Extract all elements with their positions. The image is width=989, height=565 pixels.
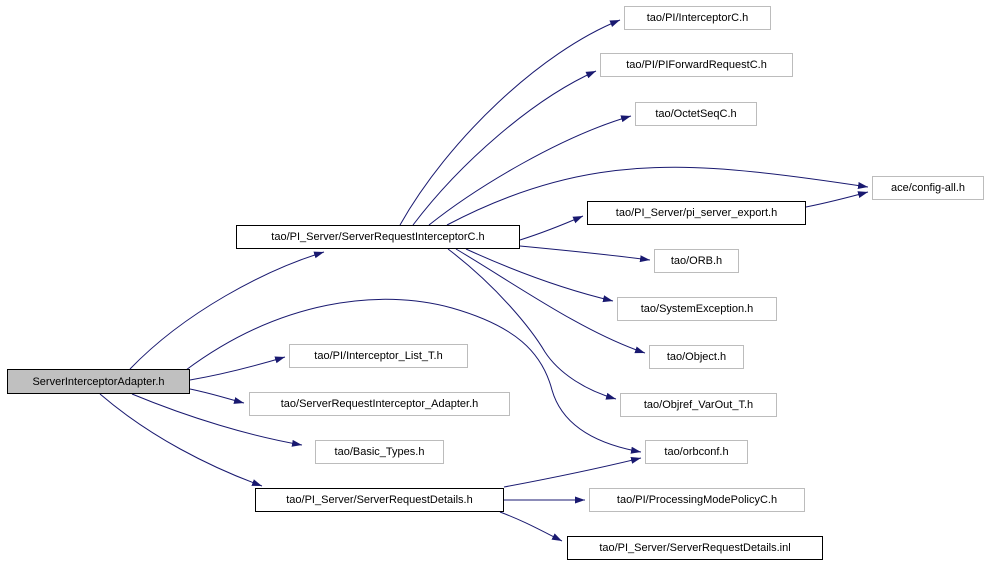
node-label: ServerInterceptorAdapter.h <box>32 375 165 388</box>
edge-central-objref <box>447 248 617 400</box>
node-label: tao/PI_Server/ServerRequestInterceptorC.… <box>271 231 485 243</box>
node-label: tao/PI/ProcessingModePolicyC.h <box>616 494 778 506</box>
node-label: tao/PI/PIForwardRequestC.h <box>626 59 767 71</box>
edge-central-configall <box>446 166 869 226</box>
node-label: tao/PI_Server/pi_server_export.h <box>615 207 778 219</box>
node-btypes: tao/Basic_Types.h <box>315 440 444 464</box>
node-label: tao/PI_Server/ServerRequestDetails.inl <box>599 542 791 554</box>
node-srdinl[interactable]: tao/PI_Server/ServerRequestDetails.inl <box>567 536 823 560</box>
node-piforward: tao/PI/PIForwardRequestC.h <box>600 53 793 77</box>
node-label: tao/PI_Server/ServerRequestDetails.h <box>286 494 473 506</box>
edge-root-ilist <box>189 356 286 381</box>
edge-central-interceptorC <box>399 19 621 226</box>
node-label: ace/config-all.h <box>891 182 965 194</box>
node-orb: tao/ORB.h <box>654 249 739 273</box>
edge-central-piexport <box>519 215 584 241</box>
edge-srd-srdinl <box>499 511 563 542</box>
edge-srd-orbconf <box>503 456 642 488</box>
node-octetseq: tao/OctetSeqC.h <box>635 102 757 126</box>
edge-central-octetseq <box>428 115 632 226</box>
node-label: tao/PI/InterceptorC.h <box>646 12 749 24</box>
node-configall: ace/config-all.h <box>872 176 984 200</box>
node-central[interactable]: tao/PI_Server/ServerRequestInterceptorC.… <box>236 225 520 249</box>
node-label: tao/orbconf.h <box>664 446 729 458</box>
node-label: tao/SystemException.h <box>640 303 754 315</box>
edge-root-orbconf <box>185 298 642 454</box>
node-label: tao/OctetSeqC.h <box>655 108 737 120</box>
node-label: tao/ORB.h <box>670 255 723 267</box>
node-label: tao/PI/Interceptor_List_T.h <box>314 350 443 362</box>
node-sria: tao/ServerRequestInterceptor_Adapter.h <box>249 392 510 416</box>
node-sysex: tao/SystemException.h <box>617 297 777 321</box>
edge-central-sysex <box>465 248 614 303</box>
node-root: ServerInterceptorAdapter.h <box>7 369 190 394</box>
node-interceptorC: tao/PI/InterceptorC.h <box>624 6 771 30</box>
edge-root-btypes <box>131 393 303 447</box>
node-object: tao/Object.h <box>649 345 744 369</box>
edge-piexport-configall <box>805 191 869 208</box>
node-srd[interactable]: tao/PI_Server/ServerRequestDetails.h <box>255 488 504 512</box>
edge-central-object <box>455 248 646 354</box>
node-pmpolicy: tao/PI/ProcessingModePolicyC.h <box>589 488 805 512</box>
node-label: tao/Object.h <box>666 351 727 363</box>
edge-root-srd <box>99 393 263 487</box>
node-label: tao/Objref_VarOut_T.h <box>643 399 754 411</box>
edge-central-piforward <box>412 70 597 226</box>
node-label: tao/ServerRequestInterceptor_Adapter.h <box>280 398 479 410</box>
edge-root-central <box>129 251 325 370</box>
edge-central-orb <box>519 245 651 263</box>
node-piexport[interactable]: tao/PI_Server/pi_server_export.h <box>587 201 806 225</box>
edge-root-sria <box>189 388 245 404</box>
node-orbconf: tao/orbconf.h <box>645 440 748 464</box>
node-label: tao/Basic_Types.h <box>334 446 425 458</box>
node-objref: tao/Objref_VarOut_T.h <box>620 393 777 417</box>
node-ilist: tao/PI/Interceptor_List_T.h <box>289 344 468 368</box>
